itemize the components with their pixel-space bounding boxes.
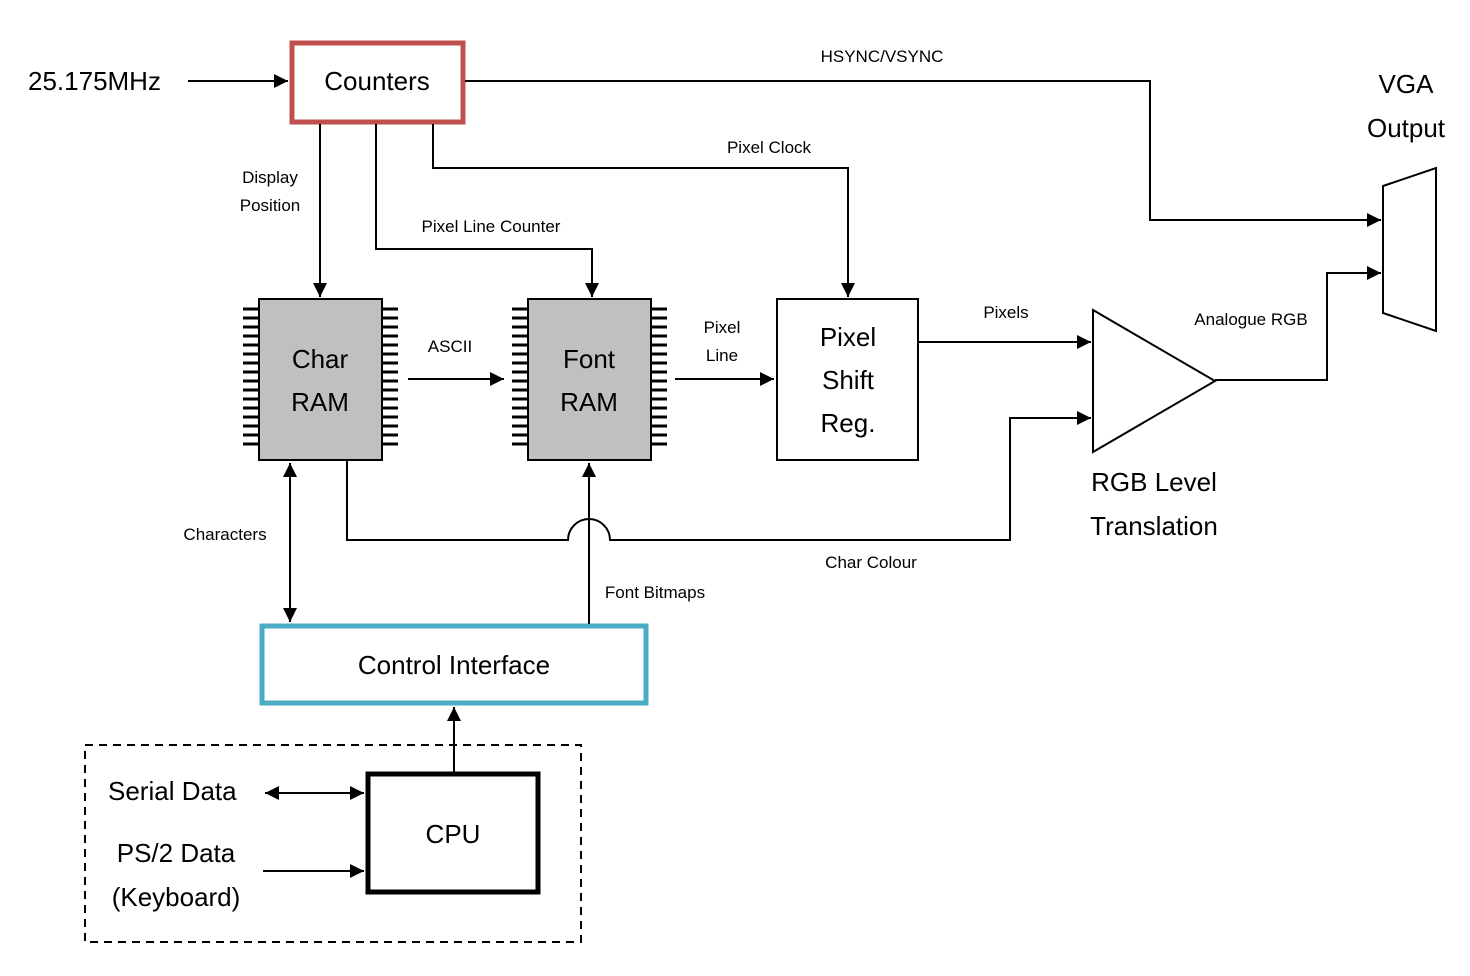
display-position-label-line2: Position bbox=[240, 196, 300, 215]
char-ram-label-line2: RAM bbox=[291, 387, 349, 417]
ps2-data-label-line1: PS/2 Data bbox=[117, 838, 236, 868]
serial-data-label: Serial Data bbox=[108, 776, 237, 806]
pixel-line-counter-label: Pixel Line Counter bbox=[422, 217, 561, 236]
analogue-rgb-wire bbox=[1215, 266, 1381, 381]
pixel-shift-reg-block bbox=[776, 298, 919, 461]
font-ram-pins bbox=[512, 307, 667, 446]
pixel-line-label-line2: Line bbox=[706, 346, 738, 365]
pixel-clock-label: Pixel Clock bbox=[727, 138, 812, 157]
shift-label-line3: Reg. bbox=[821, 408, 876, 438]
ps2-data-label-line2: (Keyboard) bbox=[112, 882, 241, 912]
pixel-line-label-line1: Pixel bbox=[704, 318, 741, 337]
shift-label-line2: Shift bbox=[822, 365, 875, 395]
vga-connector-shape bbox=[1382, 166, 1437, 333]
pixels-label: Pixels bbox=[983, 303, 1028, 322]
pixel-line-counter-wire bbox=[375, 124, 599, 297]
char-ram-label-line1: Char bbox=[292, 344, 349, 374]
cpu-group-dashed-border bbox=[84, 744, 582, 943]
shift-label-line1: Pixel bbox=[820, 322, 876, 352]
vga-label-line1: VGA bbox=[1379, 69, 1435, 99]
cpu-block bbox=[365, 771, 541, 895]
analogue-rgb-label: Analogue RGB bbox=[1194, 310, 1307, 329]
vga-label-line2: Output bbox=[1367, 113, 1446, 143]
characters-label: Characters bbox=[183, 525, 266, 544]
control-interface-label: Control Interface bbox=[358, 650, 550, 680]
char-ram-block bbox=[258, 298, 383, 461]
font-ram-block bbox=[527, 298, 652, 461]
ascii-label: ASCII bbox=[428, 337, 472, 356]
cpu-label: CPU bbox=[426, 819, 481, 849]
font-ram-label-line2: RAM bbox=[560, 387, 618, 417]
font-ram-label-line1: Font bbox=[563, 344, 616, 374]
rgb-label-line2: Translation bbox=[1090, 511, 1218, 541]
rgb-label-line1: RGB Level bbox=[1091, 467, 1217, 497]
pixel-clock-wire bbox=[432, 124, 855, 297]
counters-block bbox=[289, 40, 466, 125]
char-ram-pins bbox=[243, 307, 398, 446]
hsync-vsync-wire bbox=[465, 80, 1381, 227]
counters-label: Counters bbox=[324, 66, 430, 96]
control-interface-block bbox=[259, 623, 649, 706]
rgb-amplifier-triangle bbox=[1092, 308, 1217, 454]
char-colour-wire bbox=[346, 411, 1091, 541]
hsync-vsync-label: HSYNC/VSYNC bbox=[821, 47, 944, 66]
clock-input-label: 25.175MHz bbox=[28, 66, 161, 96]
display-position-label-line1: Display bbox=[242, 168, 298, 187]
font-bitmaps-label: Font Bitmaps bbox=[605, 583, 705, 602]
char-colour-label: Char Colour bbox=[825, 553, 917, 572]
